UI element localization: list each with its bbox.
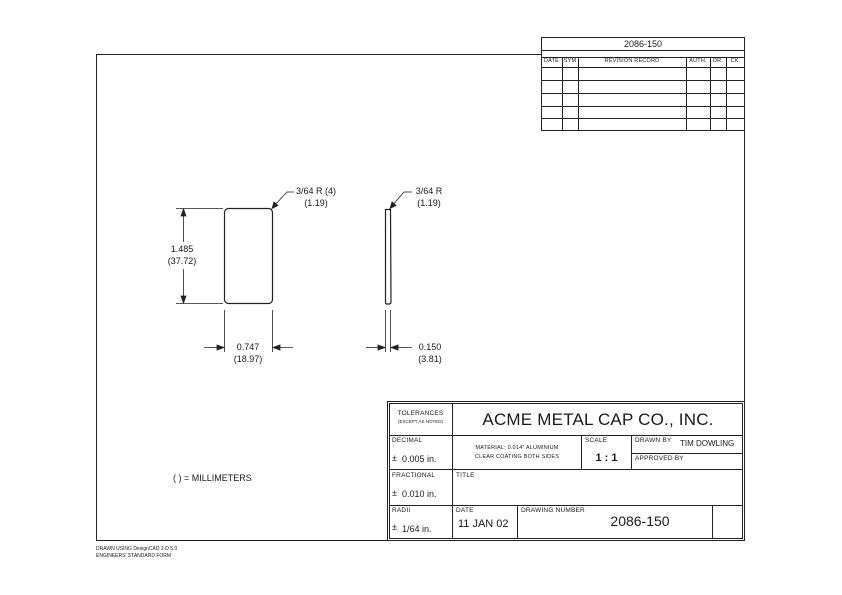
front-radius-label: 3/64 R (4): [295, 186, 337, 196]
drawn-by-value: TIM DOWLING: [680, 439, 735, 448]
drawing-number-label: DRAWING NUMBER: [521, 507, 585, 514]
decimal-label: DECIMAL: [392, 437, 423, 444]
material-line-1: MATERIAL: 0.014" ALUMINIUM: [475, 445, 559, 451]
date-value: 11 JAN 02: [458, 518, 509, 530]
height-dimension: [176, 207, 223, 305]
radii-value: 1/64 in.: [402, 524, 432, 534]
front-radius-mm-label: (1.19): [304, 198, 328, 208]
revision-header-record: REVISION RECORD: [604, 58, 660, 64]
title-block-grid: [387, 401, 745, 541]
revision-header-sym: SYM: [563, 58, 577, 64]
width-dimension: [204, 310, 293, 352]
height-mm-label: (37.72): [167, 256, 197, 266]
fractional-value: 0.010 in.: [402, 489, 437, 499]
company-name: ACME METAL CAP CO., INC.: [482, 410, 714, 429]
side-radius-mm-label: (1.19): [417, 198, 441, 208]
date-label: DATE: [456, 507, 474, 514]
radii-label: RADII: [392, 507, 411, 514]
material-line-2: CLEAR COATING BOTH SIDES: [474, 454, 560, 460]
side-radius-leader: [389, 191, 412, 210]
millimeters-legend: ( ) = MILLIMETERS: [173, 473, 252, 483]
title-label: TITLE: [456, 472, 475, 479]
thickness-label: 0.150: [418, 342, 442, 352]
scale-value: 1 : 1: [595, 452, 618, 464]
height-label: 1.485: [170, 244, 194, 254]
revision-header-ck: CK.: [730, 58, 741, 64]
width-label: 0.747: [236, 342, 260, 352]
fractional-pm-icon: ±: [392, 488, 397, 498]
revision-block-grid: [541, 37, 745, 131]
tolerances-note: (EXCEPT AS NOTED): [398, 419, 443, 424]
front-view-outline: [223, 207, 274, 305]
front-radius-leader: [271, 191, 294, 210]
width-mm-label: (18.97): [233, 354, 263, 364]
approved-by-label: APPROVED BY: [635, 455, 684, 462]
footer-line-1: DRAWN USING DesignCAD 2-D 5.0: [96, 546, 178, 552]
revision-header-date: DATE: [543, 58, 560, 64]
decimal-pm-icon: ±: [392, 453, 397, 463]
tolerances-label: TOLERANCES: [397, 410, 444, 417]
revision-header-dr: DR.: [712, 58, 724, 64]
thickness-dimension: [366, 310, 412, 352]
drawing-number-value: 2086-150: [610, 513, 670, 529]
fractional-label: FRACTIONAL: [392, 472, 436, 479]
revision-header-auth: AUTH.: [689, 58, 707, 64]
side-view-outline: [384, 208, 392, 305]
drawn-by-label: DRAWN BY: [635, 437, 672, 444]
radii-pm-icon: ±: [392, 522, 397, 532]
footer-line-2: ENGINEERS' STANDARD FORM: [96, 553, 172, 559]
thickness-mm-label: (3.81): [418, 354, 442, 364]
revision-drawing-number: 2086-150: [623, 39, 663, 49]
scale-label: SCALE: [585, 437, 608, 444]
side-radius-label: 3/64 R: [415, 186, 443, 196]
decimal-value: 0.005 in.: [402, 454, 437, 464]
